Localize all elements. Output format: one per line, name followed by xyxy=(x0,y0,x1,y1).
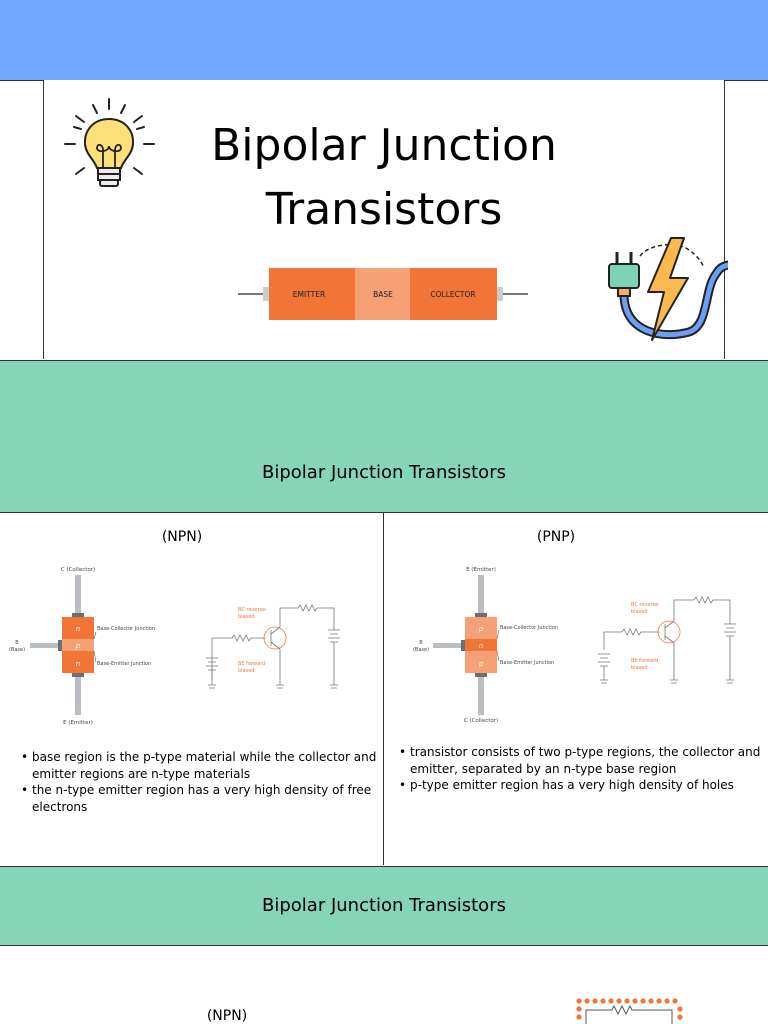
npn-emitter-label: E (Emitter) xyxy=(63,720,93,726)
pnp-region-p1: p xyxy=(478,625,484,633)
npn-collector-label: C (Collector) xyxy=(61,567,95,573)
emitter-region xyxy=(269,268,355,320)
npn-be-junction-label: Base-Emitter Junction xyxy=(97,661,151,667)
pnp-base-label: B xyxy=(419,640,423,646)
pnp-bullet-2: p-type emitter region has a very high de… xyxy=(399,777,768,794)
npn-bc-bias-label: BC reverse- xyxy=(238,607,267,613)
section-header-2: Bipolar Junction Transistors xyxy=(0,866,768,946)
npn-bullet-1-line-1: base region is the p-type material while… xyxy=(32,750,377,764)
base-region xyxy=(355,268,410,320)
pnp-diagram: E (Emitter) p n p B (Base) Base-Collecto… xyxy=(413,567,736,724)
npn-bullet-1: base region is the p-type material while… xyxy=(21,749,390,782)
lightbulb-icon xyxy=(64,98,155,187)
npn-region-n1: n xyxy=(76,625,80,633)
npn-bc-bias-label-2: biased xyxy=(238,614,254,620)
npn-region-p: p xyxy=(75,642,81,650)
pnp-bc-junction-label: Base-Collector Junction xyxy=(500,625,558,631)
transistor-bar-diagram: EMITTER BASE COLLECTOR xyxy=(238,268,528,320)
power-plug-lightning-icon xyxy=(608,237,728,341)
npn-be-bias-label-2: biased xyxy=(238,668,254,674)
npn-bullet-2-line-2: electrons xyxy=(32,799,88,814)
top-band xyxy=(0,0,768,81)
title-line-1: Bipolar Junction xyxy=(211,120,557,171)
npn-bullet-2-line-1: the n-type emitter region has a very hig… xyxy=(32,783,372,797)
npn-region-n2: n xyxy=(76,660,80,668)
section-header-1: Bipolar Junction Transistors xyxy=(0,360,768,513)
pnp-bullet-list: transistor consists of two p-type region… xyxy=(398,744,768,794)
pnp-be-bias-label-2: biased xyxy=(631,665,647,671)
pnp-region-n: n xyxy=(479,642,483,650)
pnp-title: (PNP) xyxy=(536,529,576,545)
collector-label: COLLECTOR xyxy=(430,290,475,299)
section-heading-2: Bipolar Junction Transistors xyxy=(262,895,506,916)
section-heading-1: Bipolar Junction Transistors xyxy=(262,462,506,483)
npn-be-bias-label: BE forward- xyxy=(238,661,267,667)
pnp-bullet-2-line-1: p-type emitter region has a very high de… xyxy=(410,778,734,792)
pnp-region-p2: p xyxy=(478,660,484,668)
npn-title-2: (NPN) xyxy=(206,1008,248,1024)
pnp-emitter-label: E (Emitter) xyxy=(466,567,496,573)
pnp-collector-label: C (Collector) xyxy=(464,718,498,724)
column-divider xyxy=(383,512,384,865)
npn-base-label: B xyxy=(15,640,19,646)
pnp-be-bias-label: BE forward- xyxy=(631,658,660,664)
npn-bullet-list: base region is the p-type material while… xyxy=(20,749,390,815)
pnp-bc-bias-label-2: biased xyxy=(631,609,647,615)
pnp-bullet-1: transistor consists of two p-type region… xyxy=(399,744,768,777)
base-label: BASE xyxy=(373,290,393,299)
npn-diagram: C (Collector) n p n B (Base) Base-Collec… xyxy=(9,567,340,726)
emitter-label: EMITTER xyxy=(293,290,325,299)
circuit-fragment xyxy=(576,998,683,1024)
npn-title: (NPN) xyxy=(161,529,203,545)
title-line-2: Transistors xyxy=(265,184,503,235)
npn-base-label-2: (Base) xyxy=(9,647,25,653)
pnp-base-label-2: (Base) xyxy=(413,647,429,653)
collector-region xyxy=(410,268,497,320)
pnp-be-junction-label: Base-Emitter Junction xyxy=(500,660,554,666)
pnp-bullet-1-line-1: transistor consists of two p-type region… xyxy=(410,745,761,759)
npn-bullet-2: the n-type emitter region has a very hig… xyxy=(21,782,390,815)
npn-bullet-1-line-2: emitter regions are n-type materials xyxy=(32,766,251,781)
pnp-bc-bias-label: BC reverse- xyxy=(631,602,660,608)
npn-bc-junction-label: Base-Collector Junction xyxy=(97,626,155,632)
pnp-bullet-1-line-2: emitter, separated by an n-type base reg… xyxy=(410,761,677,776)
slide-title: Bipolar Junction Transistors xyxy=(0,114,768,242)
